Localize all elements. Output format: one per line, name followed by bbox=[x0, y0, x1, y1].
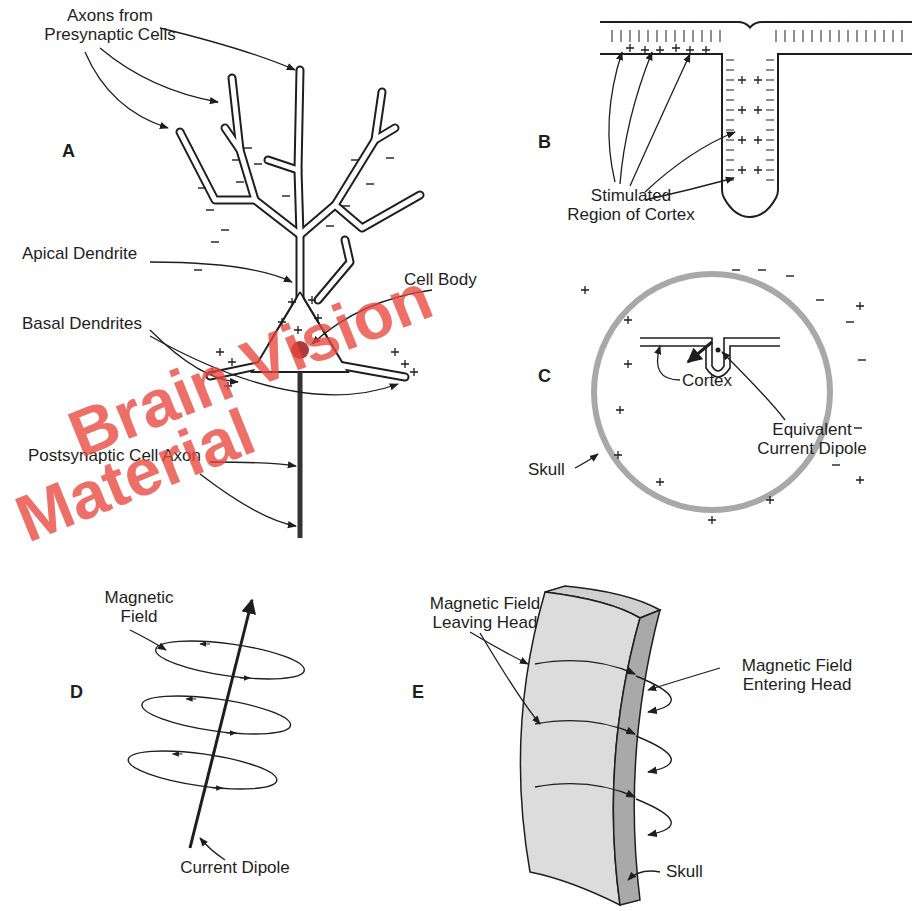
panel-letter: E bbox=[412, 683, 442, 702]
part-label: Axons from Presynaptic Cells bbox=[30, 6, 190, 44]
panel-letter: B bbox=[538, 133, 568, 152]
part-label: Current Dipole bbox=[180, 858, 290, 877]
part-label: Skull bbox=[666, 862, 726, 881]
part-label: Equivalent Current Dipole bbox=[752, 420, 872, 458]
skull-field bbox=[520, 586, 671, 905]
part-label: Magnetic Field Leaving Head bbox=[400, 594, 570, 632]
part-label: Basal Dendrites bbox=[22, 314, 162, 333]
part-label: Stimulated Region of Cortex bbox=[566, 186, 696, 224]
part-label: Magnetic Field bbox=[84, 588, 194, 626]
part-label: Apical Dendrite bbox=[22, 244, 162, 263]
part-label: Skull bbox=[528, 460, 588, 479]
charge-signs bbox=[194, 22, 894, 524]
panel-letter: D bbox=[70, 683, 100, 702]
dipole-field bbox=[126, 600, 306, 848]
head-model bbox=[594, 274, 830, 510]
cortex-fold bbox=[600, 30, 912, 201]
panel-letter: C bbox=[538, 367, 568, 386]
part-label: Magnetic Field Entering Head bbox=[712, 656, 882, 694]
part-label: Cortex bbox=[682, 371, 752, 390]
panel-letter: A bbox=[62, 142, 92, 161]
